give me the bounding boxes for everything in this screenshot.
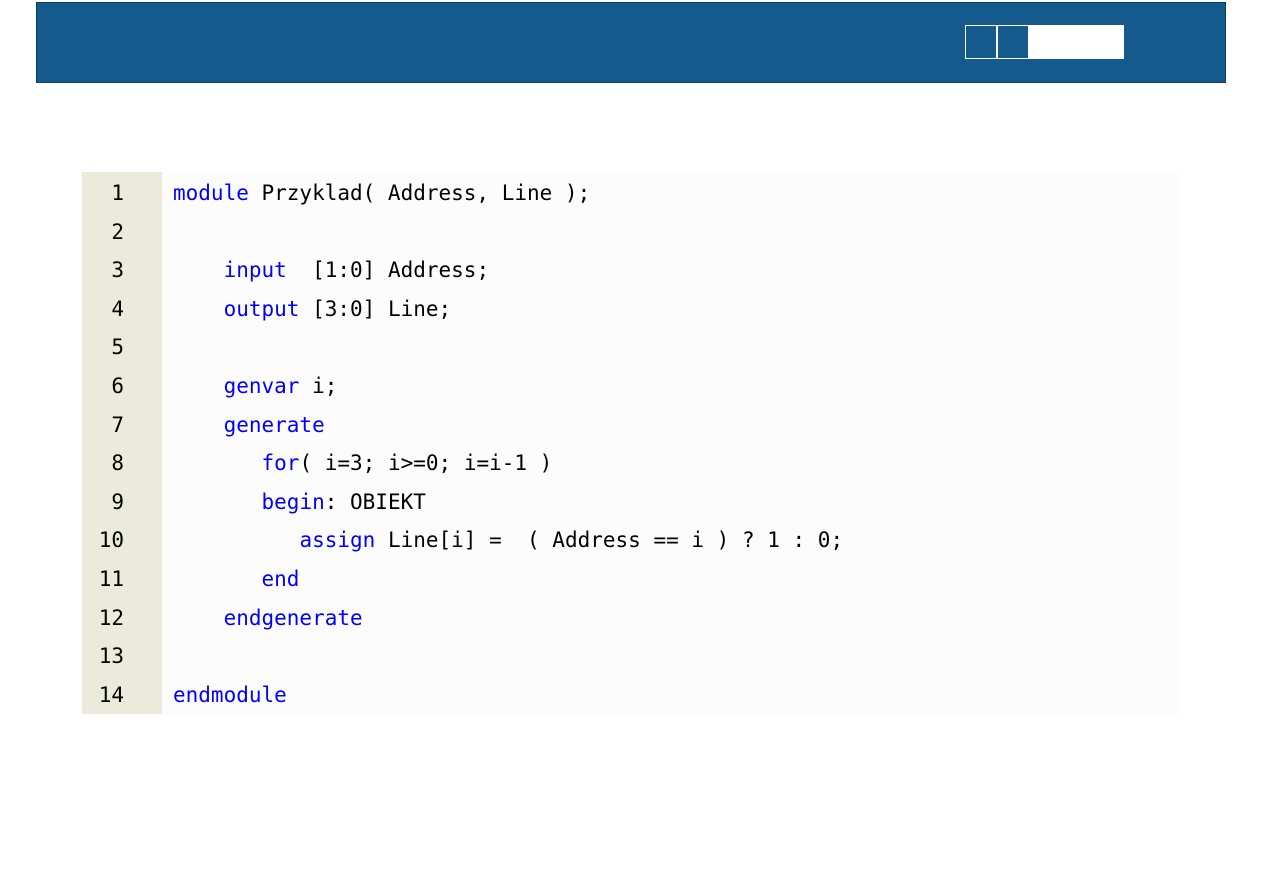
- keyword-token: generate: [223, 412, 325, 437]
- line-number: 13: [98, 644, 124, 669]
- code-line: output [3:0] Line;: [162, 290, 1180, 329]
- line-number: 7: [111, 412, 124, 437]
- code-token: [173, 413, 224, 437]
- keyword-token: for: [261, 451, 300, 476]
- keyword-token: genvar: [223, 373, 300, 398]
- code-token: [173, 374, 224, 398]
- code-token: ( i=3; i>=0; i=i-1 ): [299, 451, 553, 476]
- keyword-token: input: [223, 258, 287, 283]
- code-line: endmodule: [162, 676, 1180, 715]
- keyword-token: assign: [299, 528, 376, 553]
- header-block-3: [1029, 25, 1124, 59]
- code-line: input [1:0] Address;: [162, 251, 1180, 290]
- line-number: 11: [98, 566, 124, 591]
- code-line: end: [162, 560, 1180, 599]
- line-number: 3: [111, 258, 124, 283]
- code-line: begin: OBIEKT: [162, 483, 1180, 522]
- line-number: 14: [98, 682, 124, 707]
- line-number: 10: [98, 528, 124, 553]
- code-line: for( i=3; i>=0; i=i-1 ): [162, 444, 1180, 483]
- code-line: assign Line[i] = ( Address == i ) ? 1 : …: [162, 521, 1180, 560]
- code-token: [173, 451, 262, 475]
- header-decoration: [965, 25, 1124, 59]
- line-number: 4: [111, 296, 124, 321]
- code-line: [162, 328, 1180, 367]
- line-number: 6: [111, 373, 124, 398]
- line-number: 2: [111, 219, 124, 244]
- code-token: Line[i] = ( Address == i ) ? 1 : 0;: [375, 528, 844, 553]
- code-line: generate: [162, 406, 1180, 445]
- line-number: 5: [111, 335, 124, 360]
- code-token: : OBIEKT: [324, 489, 426, 514]
- code-token: i;: [299, 373, 338, 398]
- code-line: endgenerate: [162, 599, 1180, 638]
- code-line: genvar i;: [162, 367, 1180, 406]
- keyword-token: endmodule: [173, 682, 287, 707]
- keyword-token: endgenerate: [223, 605, 363, 630]
- line-number: 1: [111, 181, 124, 205]
- keyword-token: begin: [261, 489, 325, 514]
- header-block-1: [965, 25, 997, 59]
- code-token: Przyklad( Address, Line );: [248, 181, 591, 205]
- line-number: 9: [111, 489, 124, 514]
- code-token: [173, 297, 224, 321]
- code-token: [3:0] Line;: [299, 296, 452, 321]
- line-number: 8: [111, 451, 124, 476]
- code-line: [162, 213, 1180, 252]
- code-token: [1:0] Address;: [286, 258, 490, 283]
- code-token: [173, 490, 262, 514]
- line-number: 12: [98, 605, 124, 630]
- keyword-token: output: [223, 296, 300, 321]
- code-token: [173, 528, 299, 552]
- code-token: [173, 567, 262, 591]
- keyword-token: module: [173, 181, 249, 205]
- code-line: [162, 637, 1180, 676]
- keyword-token: end: [261, 566, 300, 591]
- code-area: module Przyklad( Address, Line ); input …: [162, 172, 1180, 714]
- code-token: [173, 606, 224, 630]
- code-line: module Przyklad( Address, Line );: [162, 174, 1180, 213]
- header-block-2: [997, 25, 1029, 59]
- header-bar: [36, 2, 1226, 83]
- code-token: [173, 258, 224, 282]
